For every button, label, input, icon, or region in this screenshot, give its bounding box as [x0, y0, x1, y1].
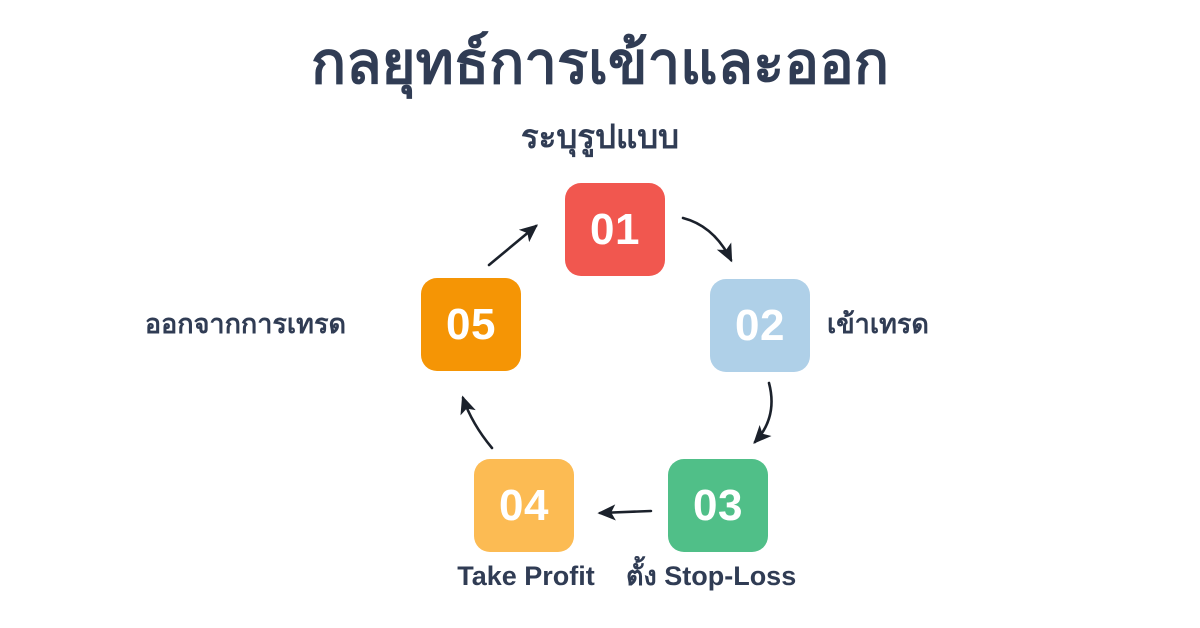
step-node-01[interactable]: 01 — [565, 183, 665, 276]
arrow-01-to-02 — [681, 216, 733, 263]
arrow-03-to-04 — [597, 504, 653, 521]
page-subtitle: ระบุรูปแบบ — [520, 118, 680, 155]
step-label-03: ตั้ง Stop-Loss — [626, 561, 797, 591]
step-node-03[interactable]: 03 — [668, 459, 768, 552]
step-label-02: เข้าเทรด — [827, 309, 929, 339]
step-number-01: 01 — [590, 204, 640, 254]
step-label-05: ออกจากการเทรด — [144, 309, 346, 339]
step-label-04: Take Profit — [457, 561, 595, 591]
arrow-04-to-05 — [460, 395, 494, 450]
step-node-04[interactable]: 04 — [474, 459, 574, 552]
step-number-02: 02 — [735, 300, 785, 350]
step-number-03: 03 — [693, 480, 743, 530]
step-number-05: 05 — [446, 299, 496, 349]
page-title: กลยุทธ์การเข้าและออก — [310, 31, 890, 96]
step-node-05[interactable]: 05 — [421, 278, 521, 371]
step-node-02[interactable]: 02 — [710, 279, 810, 372]
arrow-05-to-01 — [487, 224, 539, 267]
step-number-04: 04 — [499, 480, 549, 530]
arrow-02-to-03 — [753, 381, 773, 444]
